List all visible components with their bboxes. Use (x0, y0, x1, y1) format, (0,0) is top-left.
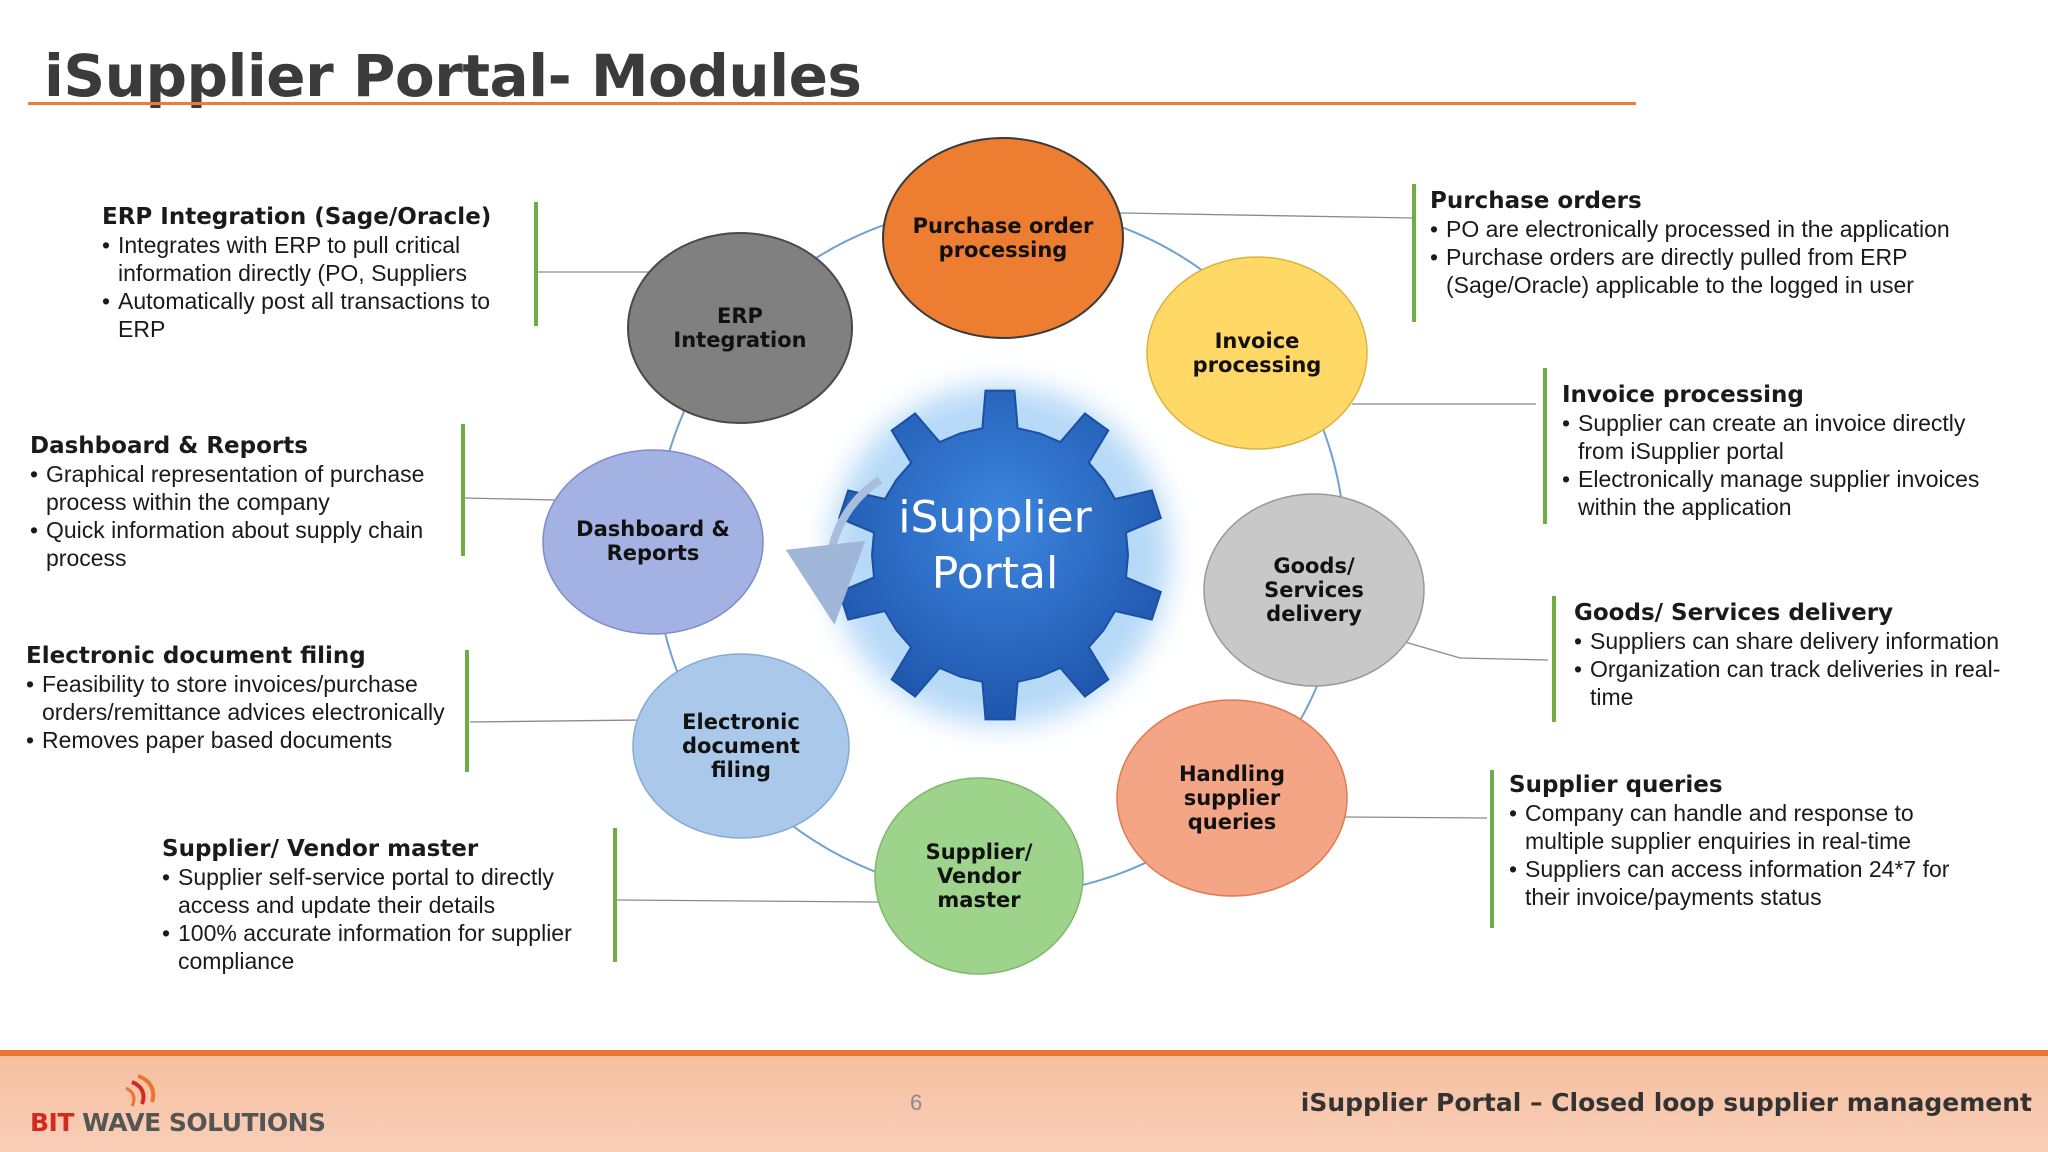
desc-vendor-bullet-2: 100% accurate information for supplier c… (162, 919, 602, 975)
desc-vendor-bullet-1: Supplier self-service portal to directly… (162, 863, 602, 919)
desc-queries-bullet-1: Company can handle and response to multi… (1509, 799, 1969, 855)
title-underline (28, 102, 1636, 105)
module-circle-purchase (882, 137, 1124, 339)
desc-filing-bullet-1: Feasibility to store invoices/purchase o… (26, 670, 446, 726)
desc-invoice-bullet-1: Supplier can create an invoice directly … (1562, 409, 2002, 465)
logo-text-wave: WAVE (82, 1108, 161, 1137)
desc-purchase: Purchase orders PO are electronically pr… (1430, 187, 1970, 299)
module-circle-queries (1116, 699, 1348, 897)
module-circle-vendor (874, 777, 1084, 975)
desc-filing-bullet-2: Removes paper based documents (26, 726, 446, 754)
desc-invoice: Invoice processing Supplier can create a… (1562, 381, 2002, 521)
module-label-vendor: Supplier/ Vendor master (925, 840, 1033, 912)
connector-goods (1404, 641, 1549, 661)
cycle-arrow-icon (785, 476, 883, 625)
callout-bars (461, 184, 1556, 962)
desc-erp-heading: ERP Integration (Sage/Oracle) (102, 204, 492, 230)
desc-goods-heading: Goods/ Services delivery (1574, 600, 1894, 626)
company-logo-icon (125, 1074, 156, 1107)
desc-dashboard-heading: Dashboard & Reports (30, 433, 308, 459)
module-circle-goods (1203, 493, 1425, 687)
connector-vendor (616, 899, 879, 903)
desc-vendor-heading: Supplier/ Vendor master (162, 836, 479, 862)
desc-erp-bullet-1: Integrates with ERP to pull critical inf… (102, 231, 522, 287)
logo-text-bit: BIT (30, 1108, 74, 1137)
desc-erp-bullet-2: Automatically post all transactions to E… (102, 287, 522, 343)
desc-invoice-bullet-2: Electronically manage supplier invoices … (1562, 465, 2002, 521)
module-label-purchase: Purchase order processing (912, 214, 1094, 262)
connector-purchase (1119, 212, 1413, 219)
module-label-dashboard: Dashboard & Reports (576, 517, 730, 565)
desc-queries-heading: Supplier queries (1509, 772, 1723, 798)
desc-dashboard-bullet-2: Quick information about supply chain pro… (30, 516, 450, 572)
center-label: iSupplier Portal (840, 490, 1150, 630)
company-logo-text: BIT WAVE SOLUTIONS (30, 1108, 326, 1137)
desc-queries-bullet-2: Suppliers can access information 24*7 fo… (1509, 855, 1969, 911)
module-label-goods: Goods/ Services delivery (1264, 554, 1364, 626)
desc-erp: ERP Integration (Sage/Oracle) Integrates… (102, 203, 522, 343)
desc-filing: Electronic document filing Feasibility t… (26, 642, 446, 754)
module-circle-dashboard (542, 449, 764, 635)
module-label-invoice: Invoice processing (1192, 329, 1322, 377)
module-label-filing: Electronic document filing (682, 710, 800, 782)
footer-bar (0, 1056, 2048, 1152)
desc-dashboard: Dashboard & Reports Graphical representa… (30, 432, 450, 572)
module-label-queries: Handling supplier queries (1178, 762, 1286, 834)
desc-vendor: Supplier/ Vendor master Supplier self-se… (162, 835, 602, 975)
center-gear (830, 385, 1170, 725)
callout-connectors (464, 212, 1549, 903)
footer-accent-line (0, 1050, 2048, 1056)
connector-queries (1344, 816, 1488, 819)
desc-queries: Supplier queries Company can handle and … (1509, 771, 1969, 911)
desc-dashboard-bullet-1: Graphical representation of purchase pro… (30, 460, 450, 516)
module-label-erp: ERP Integration (673, 304, 807, 352)
module-circle-filing (632, 653, 850, 839)
desc-goods-bullet-1: Suppliers can share delivery information (1574, 627, 2014, 655)
slide-title: iSupplier Portal- Modules (44, 42, 862, 110)
center-label-line1: iSupplier (898, 492, 1092, 543)
logo-text-solutions: SOLUTIONS (168, 1108, 326, 1137)
desc-goods-bullet-2: Organization can track deliveries in rea… (1574, 655, 2014, 711)
desc-invoice-heading: Invoice processing (1562, 382, 1804, 408)
module-circle-erp (627, 232, 853, 424)
desc-goods: Goods/ Services delivery Suppliers can s… (1574, 599, 2014, 711)
desc-filing-heading: Electronic document filing (26, 643, 366, 669)
desc-purchase-bullet-2: Purchase orders are directly pulled from… (1430, 243, 1970, 299)
page-number: 6 (910, 1090, 923, 1115)
connector-dashboard (464, 497, 556, 501)
center-label-line2: Portal (931, 548, 1059, 599)
connector-filing (469, 719, 641, 723)
desc-purchase-bullet-1: PO are electronically processed in the a… (1430, 215, 1970, 243)
module-circle-invoice (1146, 256, 1368, 450)
desc-purchase-heading: Purchase orders (1430, 188, 1642, 214)
footer-title: iSupplier Portal – Closed loop supplier … (1300, 1088, 2032, 1117)
